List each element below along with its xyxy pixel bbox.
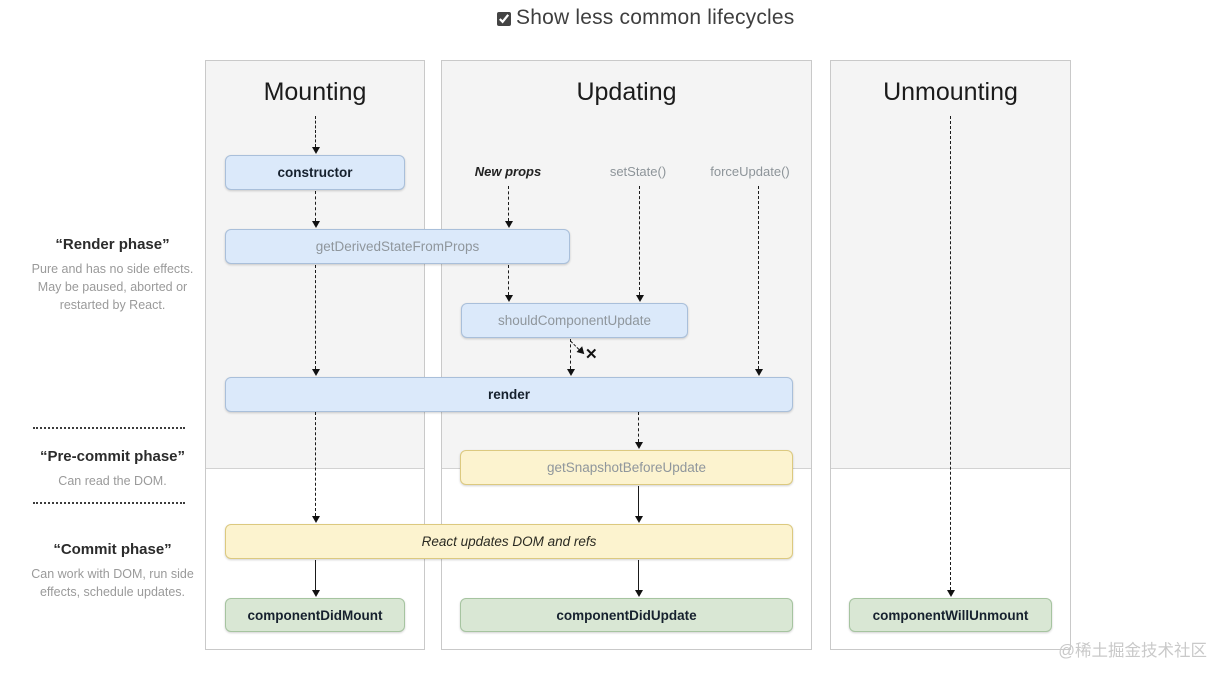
method-should-component-update[interactable]: shouldComponentUpdate [461, 303, 688, 338]
column-unmounting-title: Unmounting [883, 78, 1018, 106]
phase-commit-description: Can work with DOM, run side effects, sch… [31, 567, 194, 600]
arrow-setstate-to-scu [635, 186, 644, 302]
arrow-gdsfp-to-scu [504, 265, 513, 302]
phase-pre-commit-description: Can read the DOM. [58, 474, 167, 488]
arrow-render-to-gsbu [634, 412, 643, 449]
arrow-reactupdates-to-cdu [634, 560, 643, 597]
arrow-reactupdates-to-cdm [311, 560, 320, 597]
column-updating-title: Updating [576, 78, 677, 106]
phase-label-render: “Render phase” Pure and has no side effe… [25, 236, 200, 314]
phase-label-pre-commit: “Pre-commit phase” Can read the DOM. [25, 448, 200, 490]
arrow-forceupdate-to-render [754, 186, 763, 376]
column-mounting-title: Mounting [263, 78, 367, 106]
method-constructor[interactable]: constructor [225, 155, 405, 190]
method-component-will-unmount[interactable]: componentWillUnmount [849, 598, 1052, 632]
setstate-label: setState() [609, 164, 667, 179]
method-component-did-update[interactable]: componentDidUpdate [460, 598, 793, 632]
method-component-did-mount[interactable]: componentDidMount [225, 598, 405, 632]
phase-commit-title: “Commit phase” [53, 541, 172, 558]
arrow-unmounting-to-cwu [946, 116, 955, 597]
show-less-checkbox[interactable] [497, 12, 511, 26]
new-props-label: New props [474, 164, 542, 179]
phase-label-commit: “Commit phase” Can work with DOM, run si… [25, 541, 200, 601]
arrow-gdsfp-to-render [311, 265, 320, 376]
phase-render-title: “Render phase” [55, 236, 170, 253]
phase-pre-commit-title: “Pre-commit phase” [39, 448, 186, 465]
show-less-label[interactable]: Show less common lifecycles [516, 6, 795, 29]
phase-separator [33, 502, 185, 504]
arrow-scu-to-render [566, 339, 575, 376]
method-render[interactable]: render [225, 377, 793, 412]
arrow-render-to-reactupdates [311, 412, 320, 523]
forceupdate-label: forceUpdate() [710, 164, 790, 179]
arrow-mounting-to-constructor [311, 116, 320, 154]
react-updates-dom-bar: React updates DOM and refs [225, 524, 793, 559]
arrow-gsbu-to-reactupdates [634, 486, 643, 523]
column-updating: Updating [441, 60, 812, 650]
method-get-derived-state-from-props[interactable]: getDerivedStateFromProps [225, 229, 570, 264]
phase-separator [33, 427, 185, 429]
arrow-constructor-to-gdsfp [311, 191, 320, 228]
skip-render-x-icon: ✕ [585, 346, 598, 363]
phase-render-description: Pure and has no side effects. May be pau… [31, 262, 194, 313]
watermark: @稀土掘金技术社区 [1058, 642, 1207, 660]
method-get-snapshot-before-update[interactable]: getSnapshotBeforeUpdate [460, 450, 793, 485]
show-less-control: Show less common lifecycles [497, 6, 795, 30]
arrow-newprops-to-gdsfp [504, 186, 513, 228]
